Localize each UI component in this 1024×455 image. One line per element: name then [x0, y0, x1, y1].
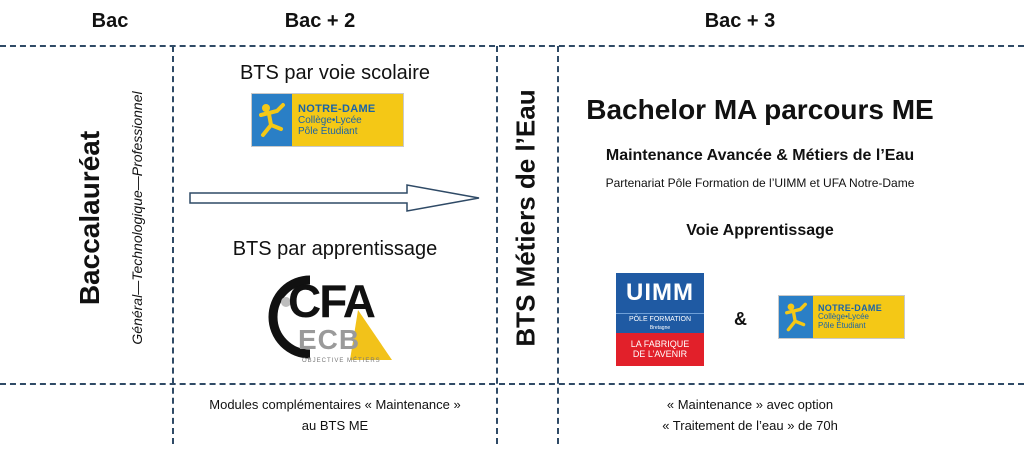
nd-logo-2-name: NOTRE-DAME: [818, 303, 882, 314]
divider-bac: [172, 46, 174, 444]
bottom-divider: [0, 383, 1024, 385]
nd-logo-2-line3: Pôle Étudiant: [818, 321, 866, 330]
uimm-logo-pole: PÔLE FORMATION Bretagne: [616, 313, 704, 333]
uimm-logo: UIMM PÔLE FORMATION Bretagne LA FABRIQUE…: [616, 273, 704, 366]
nd-logo-2-line2: Collège•Lycée: [818, 312, 869, 322]
ecb-logo-text: ECB: [298, 324, 361, 355]
ampersand: &: [734, 309, 747, 329]
bachelor-title: Bachelor MA parcours ME: [586, 94, 934, 125]
bts-metiers-eau-title: BTS Métiers de l’Eau: [510, 89, 541, 347]
notre-dame-figure-icon: [252, 94, 292, 146]
cfa-logo-text: CFA: [288, 275, 376, 327]
notre-dame-logo: NOTRE-DAME Collège•Lycée Pôle Étudiant: [251, 93, 404, 147]
divider-bac2: [496, 46, 498, 444]
bac2-footer-line1: Modules complémentaires « Maintenance »: [209, 397, 461, 412]
baccalaureat-tracks: Général—Technologique—Professionnel: [129, 91, 145, 345]
uimm-logo-line2: Bretagne: [649, 325, 671, 331]
bac2-footer-line2: au BTS ME: [301, 418, 369, 433]
header-bac-plus-2: Bac + 2: [284, 10, 356, 32]
uimm-logo-line3: LA FABRIQUE: [630, 339, 690, 349]
nd-logo-line2: Collège•Lycée: [298, 115, 362, 126]
header-bac-plus-3: Bac + 3: [704, 10, 776, 32]
header-bac: Bac: [91, 10, 129, 32]
nd-logo-name: NOTRE-DAME: [298, 103, 376, 115]
partnership-text: Partenariat Pôle Formation de l’UIMM et …: [605, 176, 915, 190]
bac3-footer-line2: « Traitement de l’eau » de 70h: [662, 418, 838, 433]
cfa-ecb-logo: CFA ECB OBJECTIVE MÉTIERS: [258, 272, 398, 372]
uimm-logo-tagline: LA FABRIQUE DE L’AVENIR: [616, 333, 704, 366]
uimm-logo-name: UIMM: [616, 273, 704, 313]
nd-logo-line3: Pôle Étudiant: [298, 126, 358, 137]
voie-apprentissage-label: Voie Apprentissage: [686, 222, 834, 239]
baccalaureat-title: Baccalauréat: [74, 130, 105, 306]
notre-dame-figure-icon-2: [779, 296, 813, 338]
arrow-right-icon: [189, 184, 480, 212]
notre-dame-logo-2: NOTRE-DAME Collège•Lycée Pôle Étudiant: [778, 295, 905, 339]
bts-school-label: BTS par voie scolaire: [239, 62, 431, 84]
divider-bts: [557, 46, 559, 444]
uimm-logo-line1: PÔLE FORMATION: [628, 316, 692, 323]
bac3-footer-line1: « Maintenance » avec option: [666, 397, 834, 412]
cfa-logo-tagline: OBJECTIVE MÉTIERS: [302, 358, 381, 364]
bachelor-subtitle: Maintenance Avancée & Métiers de l’Eau: [605, 147, 915, 164]
bts-apprentice-label: BTS par apprentissage: [232, 238, 438, 260]
cfa-logo-shape-icon: [268, 275, 392, 360]
uimm-logo-line4: DE L’AVENIR: [632, 349, 688, 359]
top-divider: [0, 45, 1024, 47]
